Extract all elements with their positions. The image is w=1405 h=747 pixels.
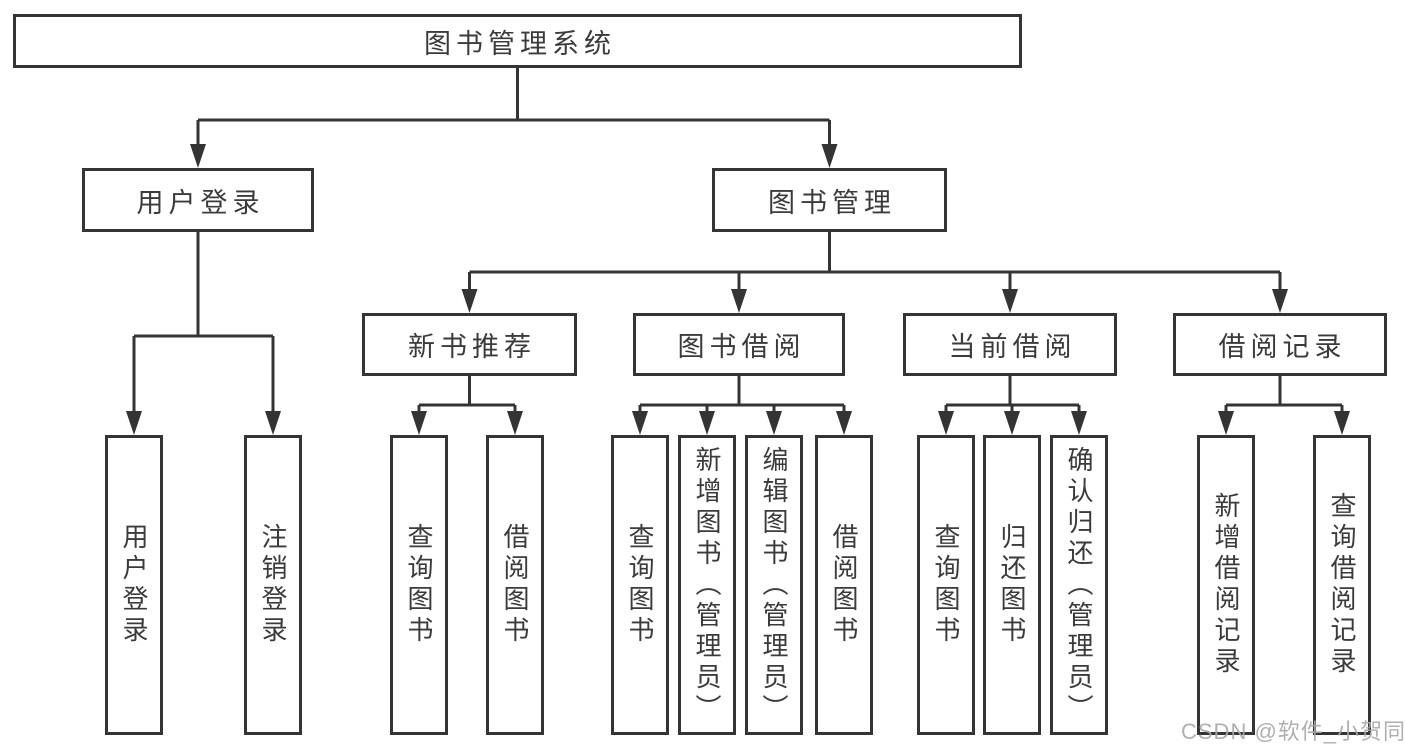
leaf-edit-books-admin: 编辑图书（管理员） [745,435,803,735]
node-label: 归还图书 [997,523,1027,647]
node-label: 用户登录 [136,187,265,218]
leaf-logout: 注销登录 [244,435,302,735]
node-label: 借阅图书 [500,523,530,647]
node-label: 当前借阅 [948,332,1077,362]
leaf-user-login: 用户登录 [105,435,163,735]
leaf-confirm-return-admin: 确认归还（管理员） [1050,435,1108,735]
leaf-query-books-current: 查询图书 [917,435,975,735]
node-label: 查询图书 [931,523,961,647]
leaf-return-books: 归还图书 [983,435,1041,735]
node-book-borrowing: 图书借阅 [633,313,845,376]
node-label: 图书管理系统 [424,28,616,59]
leaf-borrow-books-recommend: 借阅图书 [486,435,544,735]
arrowhead-icons [126,144,1350,435]
node-current-borrowing: 当前借阅 [903,313,1117,376]
node-borrowing-records: 借阅记录 [1173,313,1387,376]
node-label: 图书借阅 [677,332,806,362]
node-label: 新增图书（管理员） [692,445,722,725]
leaf-borrow-books: 借阅图书 [815,435,873,735]
node-label: 查询图书 [625,523,655,647]
leaf-add-borrow-record: 新增借阅记录 [1197,435,1255,735]
leaf-query-books-recommend: 查询图书 [390,435,448,735]
node-book-management-branch: 图书管理 [712,168,947,232]
node-label: 借阅图书 [829,523,859,647]
node-label: 用户登录 [119,523,149,647]
node-label: 编辑图书（管理员） [759,445,789,725]
node-label: 注销登录 [258,523,288,647]
node-label: 新增借阅记录 [1211,492,1241,678]
node-label: 借阅记录 [1218,332,1347,362]
leaf-add-books-admin: 新增图书（管理员） [678,435,736,735]
node-label: 查询借阅记录 [1327,492,1357,678]
node-new-book-recommendation: 新书推荐 [362,313,577,376]
leaf-query-books-borrow: 查询图书 [611,435,669,735]
node-user-login-branch: 用户登录 [82,168,314,232]
node-root-library-system: 图书管理系统 [13,14,1022,68]
leaf-query-borrow-record: 查询借阅记录 [1313,435,1371,735]
node-label: 查询图书 [404,523,434,647]
csdn-watermark: CSDN @软件_小贺同学 [1181,719,1405,744]
node-label: 确认归还（管理员） [1064,445,1094,725]
node-label: 新书推荐 [408,332,536,362]
node-label: 图书管理 [768,187,896,218]
